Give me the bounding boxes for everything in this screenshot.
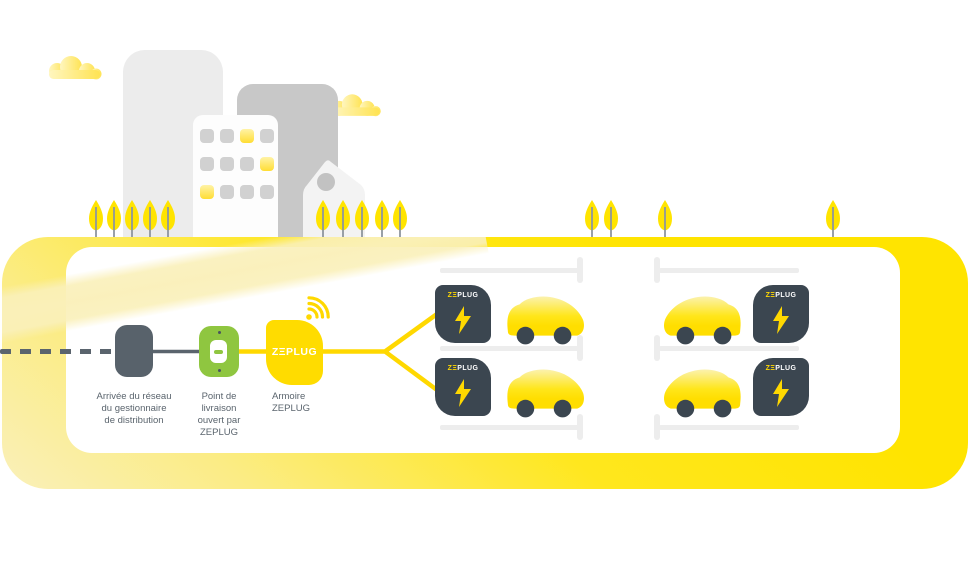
- parking-divider-cap: [577, 257, 583, 283]
- incoming-grid-dashed-line: [0, 349, 118, 354]
- tree-icon: [355, 200, 369, 239]
- zeplug-wordmark-small: ZΞPLUG: [765, 365, 797, 372]
- meter-icon: [210, 340, 227, 363]
- parking-divider: [659, 267, 799, 273]
- window: [260, 129, 274, 143]
- car-icon: [664, 296, 741, 345]
- wheel: [516, 326, 535, 345]
- parking-divider: [659, 345, 799, 351]
- wheel: [516, 399, 535, 418]
- wheel: [676, 326, 695, 345]
- screw-dot: [217, 369, 221, 372]
- cabinet-label: Armoire ZEPLUG: [272, 391, 311, 414]
- charging-station: ZΞPLUG: [435, 358, 491, 416]
- tree-icon: [375, 200, 389, 239]
- zeplug-wordmark-small: ZΞPLUG: [447, 292, 479, 299]
- grid-arrival-box: [115, 325, 153, 377]
- zeplug-wordmark-small: ZΞPLUG: [447, 365, 479, 372]
- tree-icon: [585, 200, 599, 239]
- window: [260, 157, 274, 171]
- charging-station: ZΞPLUG: [753, 358, 809, 416]
- window: [200, 157, 214, 171]
- car-icon: [507, 296, 584, 345]
- window: [220, 185, 234, 199]
- wheel: [713, 326, 732, 345]
- window: [260, 185, 274, 199]
- parking-divider: [440, 424, 580, 430]
- parking-divider-cap: [577, 414, 583, 440]
- wheel: [553, 326, 572, 345]
- tree-icon: [89, 200, 103, 239]
- tree-icon: [161, 200, 175, 239]
- parking-divider: [440, 345, 580, 351]
- tree-icon: [143, 200, 157, 239]
- charging-station: ZΞPLUG: [435, 285, 491, 343]
- lightning-bolt-icon: [455, 379, 471, 407]
- tree-icon: [125, 200, 139, 239]
- window: [240, 129, 254, 143]
- grid-arrival-label: Arrivée du réseau du gestionnaire de dis…: [96, 391, 172, 426]
- parking-divider-cap: [577, 335, 583, 361]
- parking-divider: [659, 424, 799, 430]
- lightning-bolt-icon: [773, 379, 789, 407]
- parking-divider-cap: [654, 414, 660, 440]
- car-icon: [507, 369, 584, 418]
- wifi-icon: [306, 296, 330, 320]
- delivery-point-label: Point de livraison ouvert par ZEPLUG: [197, 391, 241, 438]
- wheel: [676, 399, 695, 418]
- window: [200, 129, 214, 143]
- zeplug-wordmark-small: ZΞPLUG: [765, 292, 797, 299]
- window: [240, 157, 254, 171]
- tree-icon: [658, 200, 672, 239]
- window: [200, 185, 214, 199]
- screw-dot: [217, 331, 221, 334]
- tree-icon: [316, 200, 330, 239]
- parking-divider-cap: [654, 335, 660, 361]
- building-windows: [193, 115, 278, 240]
- cloud-icon: [331, 94, 381, 117]
- wheel: [713, 399, 732, 418]
- charging-station: ZΞPLUG: [753, 285, 809, 343]
- wheel: [553, 399, 572, 418]
- tree-icon: [604, 200, 618, 239]
- zeplug-cabinet-box: ZΞPLUG: [266, 320, 323, 385]
- lightning-bolt-icon: [455, 306, 471, 334]
- tree-icon: [107, 200, 121, 239]
- tree-icon: [826, 200, 840, 239]
- car-icon: [664, 369, 741, 418]
- house-window: [317, 173, 335, 191]
- parking-divider-cap: [654, 257, 660, 283]
- cloud-icon: [49, 56, 102, 80]
- parking-divider: [440, 267, 580, 273]
- tree-icon: [393, 200, 407, 239]
- window: [220, 157, 234, 171]
- tree-icon: [336, 200, 350, 239]
- zeplug-wordmark: ZΞPLUG: [271, 346, 318, 358]
- delivery-point-box: [199, 326, 239, 377]
- lightning-bolt-icon: [773, 306, 789, 334]
- window: [220, 129, 234, 143]
- window: [240, 185, 254, 199]
